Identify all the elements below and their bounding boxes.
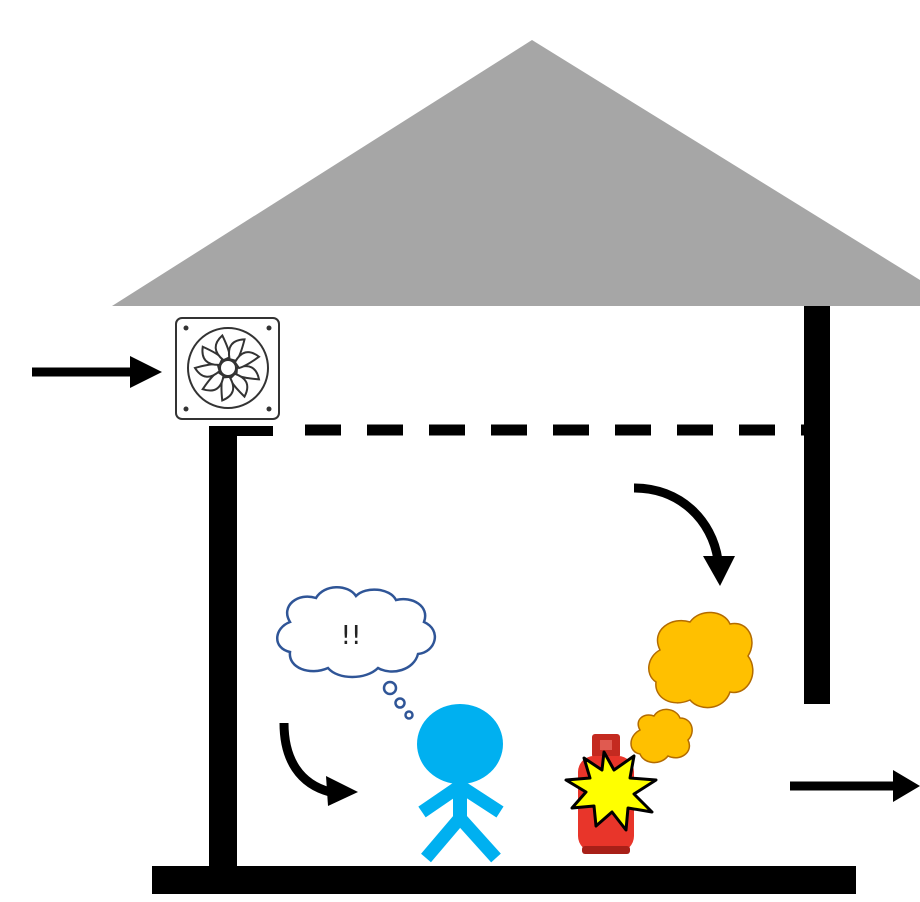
left-wall [209, 426, 237, 870]
fan-blade [233, 351, 261, 370]
smoke-cloud-icon [648, 611, 754, 709]
left-wall-top-stub [209, 426, 273, 436]
outlet-arrow [790, 770, 920, 802]
explosion-icon [564, 750, 658, 832]
floor [152, 866, 856, 894]
thought-text: !! [341, 621, 362, 651]
roof [112, 40, 920, 306]
right-wall [804, 306, 830, 704]
fan-icon [175, 317, 280, 420]
airflow-arrow-upper [633, 483, 735, 586]
smoke-cloud-small [630, 708, 693, 764]
thought-bubble-icon [276, 586, 437, 720]
airflow-arrow-lower [279, 722, 358, 806]
inlet-arrow [32, 356, 162, 388]
person-icon [417, 704, 504, 863]
